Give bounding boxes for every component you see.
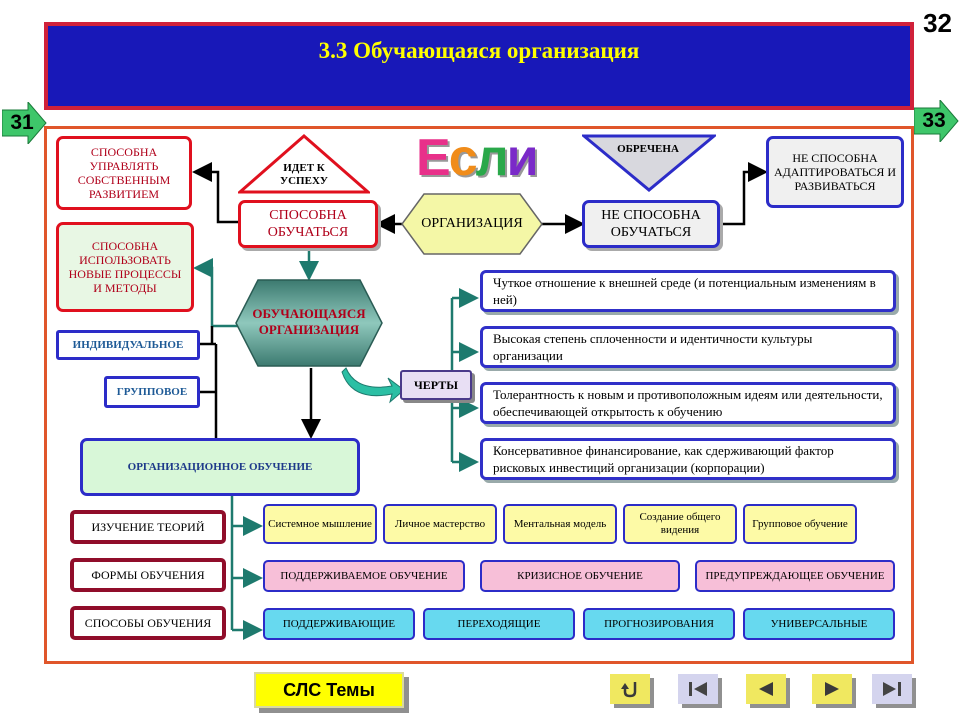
org-learning-text: ОРГАНИЗАЦИОННОЕ ОБУЧЕНИЕ (127, 461, 313, 473)
method-text: ПЕРЕХОДЯЩИЕ (457, 618, 541, 630)
esli-letter: с (448, 129, 478, 187)
trait-text: Высокая степень сплоченности и идентично… (493, 331, 813, 363)
doomed-triangle (582, 134, 716, 192)
trait-text: Консервативное финансирование, как сдерж… (493, 443, 834, 475)
manage-development-text: СПОСОБНА УПРАВЛЯТЬ СОБСТВЕННЫМ РАЗВИТИЕМ (77, 145, 171, 201)
arrow-right-icon (2, 102, 47, 144)
trait-text: Чуткое отношение к внешней среде (и поте… (493, 275, 876, 307)
method-text: ПРОГНОЗИРОВАНИЯ (604, 618, 714, 630)
doomed-text: ОБРЕЧЕНА (617, 143, 679, 155)
slide-number: 32 (923, 8, 952, 38)
esli-letter: л (475, 129, 509, 187)
group-text: ГРУППОВОЕ (116, 386, 188, 398)
theory-item: Создание общего видения (623, 504, 737, 544)
cannot-adapt-text: НЕ СПОСОБНА АДАПТИРОВАТЬСЯ И РАЗВИВАТЬСЯ (773, 151, 897, 193)
can-learn-text: СПОСОБНА ОБУЧАТЬСЯ (267, 208, 349, 240)
theory-item: Системное мышление (263, 504, 377, 544)
next-slide-button[interactable]: 33 (914, 100, 960, 142)
theory-text: Личное мастерство (394, 517, 486, 530)
form-text: ПРЕДУПРЕЖДАЮЩЕЕ ОБУЧЕНИЕ (705, 570, 885, 582)
theory-text: Ментальная модель (513, 517, 607, 530)
skip-back-icon (689, 682, 707, 696)
method-text: ПОДДЕРЖИВАЮЩИЕ (282, 618, 396, 630)
previous-button[interactable] (746, 674, 786, 704)
cannot-learn-text: НЕ СПОСОБНА ОБУЧАТЬСЯ (601, 208, 701, 240)
form-text: ПОДДЕРЖИВАЕМОЕ ОБУЧЕНИЕ (280, 570, 448, 582)
esli-letter: Е (416, 129, 451, 187)
trait-item: Чуткое отношение к внешней среде (и поте… (480, 270, 896, 312)
theory-item: Личное мастерство (383, 504, 497, 544)
manage-development-box: СПОСОБНА УПРАВЛЯТЬ СОБСТВЕННЫМ РАЗВИТИЕМ (56, 136, 192, 210)
title-banner: 3.3 Обучающаяся организация (44, 22, 914, 110)
theory-item: Групповое обучение (743, 504, 857, 544)
first-slide-button[interactable] (678, 674, 718, 704)
organization-hexagon (401, 193, 543, 255)
theory-item: Ментальная модель (503, 504, 617, 544)
success-triangle (238, 134, 370, 194)
esli-wordart: Если (416, 128, 546, 188)
use-new-methods-box: СПОСОБНА ИСПОЛЬЗОВАТЬ НОВЫЕ ПРОЦЕССЫ И М… (56, 222, 194, 312)
theory-text: Групповое обучение (752, 517, 848, 530)
esli-text: Если (416, 129, 539, 187)
esli-letter: и (506, 129, 539, 187)
topics-button[interactable]: СЛС Темы (254, 672, 404, 708)
next-button[interactable] (812, 674, 852, 704)
topics-button-label: СЛС Темы (283, 679, 375, 700)
trait-item: Толерантность к новым и противоположным … (480, 382, 896, 424)
method-item: ПРОГНОЗИРОВАНИЯ (583, 608, 735, 640)
theory-text: Системное мышление (268, 517, 372, 530)
individual-box: ИНДИВИДУАЛЬНОЕ (56, 330, 200, 360)
method-item: ПОДДЕРЖИВАЮЩИЕ (263, 608, 415, 640)
group-box: ГРУППОВОЕ (104, 376, 200, 408)
cannot-learn-box: НЕ СПОСОБНА ОБУЧАТЬСЯ (582, 200, 720, 248)
trait-item: Консервативное финансирование, как сдерж… (480, 438, 896, 480)
row-label-theories: ИЗУЧЕНИЕ ТЕОРИЙ (70, 510, 226, 544)
row-label-text: ФОРМЫ ОБУЧЕНИЯ (91, 567, 205, 582)
row-label-forms: ФОРМЫ ОБУЧЕНИЯ (70, 558, 226, 592)
return-icon (621, 682, 637, 698)
row-label-methods: СПОСОБЫ ОБУЧЕНИЯ (70, 606, 226, 640)
form-item: ПОДДЕРЖИВАЕМОЕ ОБУЧЕНИЕ (263, 560, 465, 592)
cannot-adapt-box: НЕ СПОСОБНА АДАПТИРОВАТЬСЯ И РАЗВИВАТЬСЯ (766, 136, 904, 208)
trait-text: Толерантность к новым и противоположным … (493, 387, 883, 419)
learning-org-hexagon (235, 279, 383, 367)
last-slide-button[interactable] (872, 674, 912, 704)
org-learning-box: ОРГАНИЗАЦИОННОЕ ОБУЧЕНИЕ (80, 438, 360, 496)
prev-slide-label: 31 (10, 111, 34, 134)
learning-org-text: ОБУЧАЮЩАЯСЯ ОРГАНИЗАЦИЯ (252, 306, 366, 337)
form-text: КРИЗИСНОЕ ОБУЧЕНИЕ (517, 570, 643, 582)
trait-item: Высокая степень сплоченности и идентично… (480, 326, 896, 368)
goes-to-success-text: ИДЕТ К УСПЕХУ (280, 162, 328, 187)
traits-label: ЧЕРТЫ (400, 370, 472, 400)
arrow-right-icon (914, 100, 959, 142)
traits-label-text: ЧЕРТЫ (413, 377, 459, 392)
play-back-icon (759, 682, 773, 696)
individual-text: ИНДИВИДУАЛЬНОЕ (72, 339, 184, 351)
next-slide-label: 33 (922, 109, 946, 132)
play-icon (825, 682, 839, 696)
row-label-text: ИЗУЧЕНИЕ ТЕОРИЙ (91, 519, 205, 534)
organization-text: ОРГАНИЗАЦИЯ (421, 216, 523, 231)
form-item: ПРЕДУПРЕЖДАЮЩЕЕ ОБУЧЕНИЕ (695, 560, 895, 592)
method-item: ПЕРЕХОДЯЩИЕ (423, 608, 575, 640)
can-learn-box: СПОСОБНА ОБУЧАТЬСЯ (238, 200, 378, 248)
theory-text: Создание общего видения (639, 511, 721, 536)
skip-forward-icon (883, 682, 901, 696)
row-label-text: СПОСОБЫ ОБУЧЕНИЯ (84, 615, 212, 630)
prev-slide-button[interactable]: 31 (2, 102, 48, 144)
method-item: УНИВЕРСАЛЬНЫЕ (743, 608, 895, 640)
method-text: УНИВЕРСАЛЬНЫЕ (770, 618, 868, 630)
slide-title: 3.3 Обучающаяся организация (318, 38, 640, 63)
form-item: КРИЗИСНОЕ ОБУЧЕНИЕ (480, 560, 680, 592)
return-button[interactable] (610, 674, 650, 704)
use-new-methods-text: СПОСОБНА ИСПОЛЬЗОВАТЬ НОВЫЕ ПРОЦЕССЫ И М… (68, 239, 182, 295)
